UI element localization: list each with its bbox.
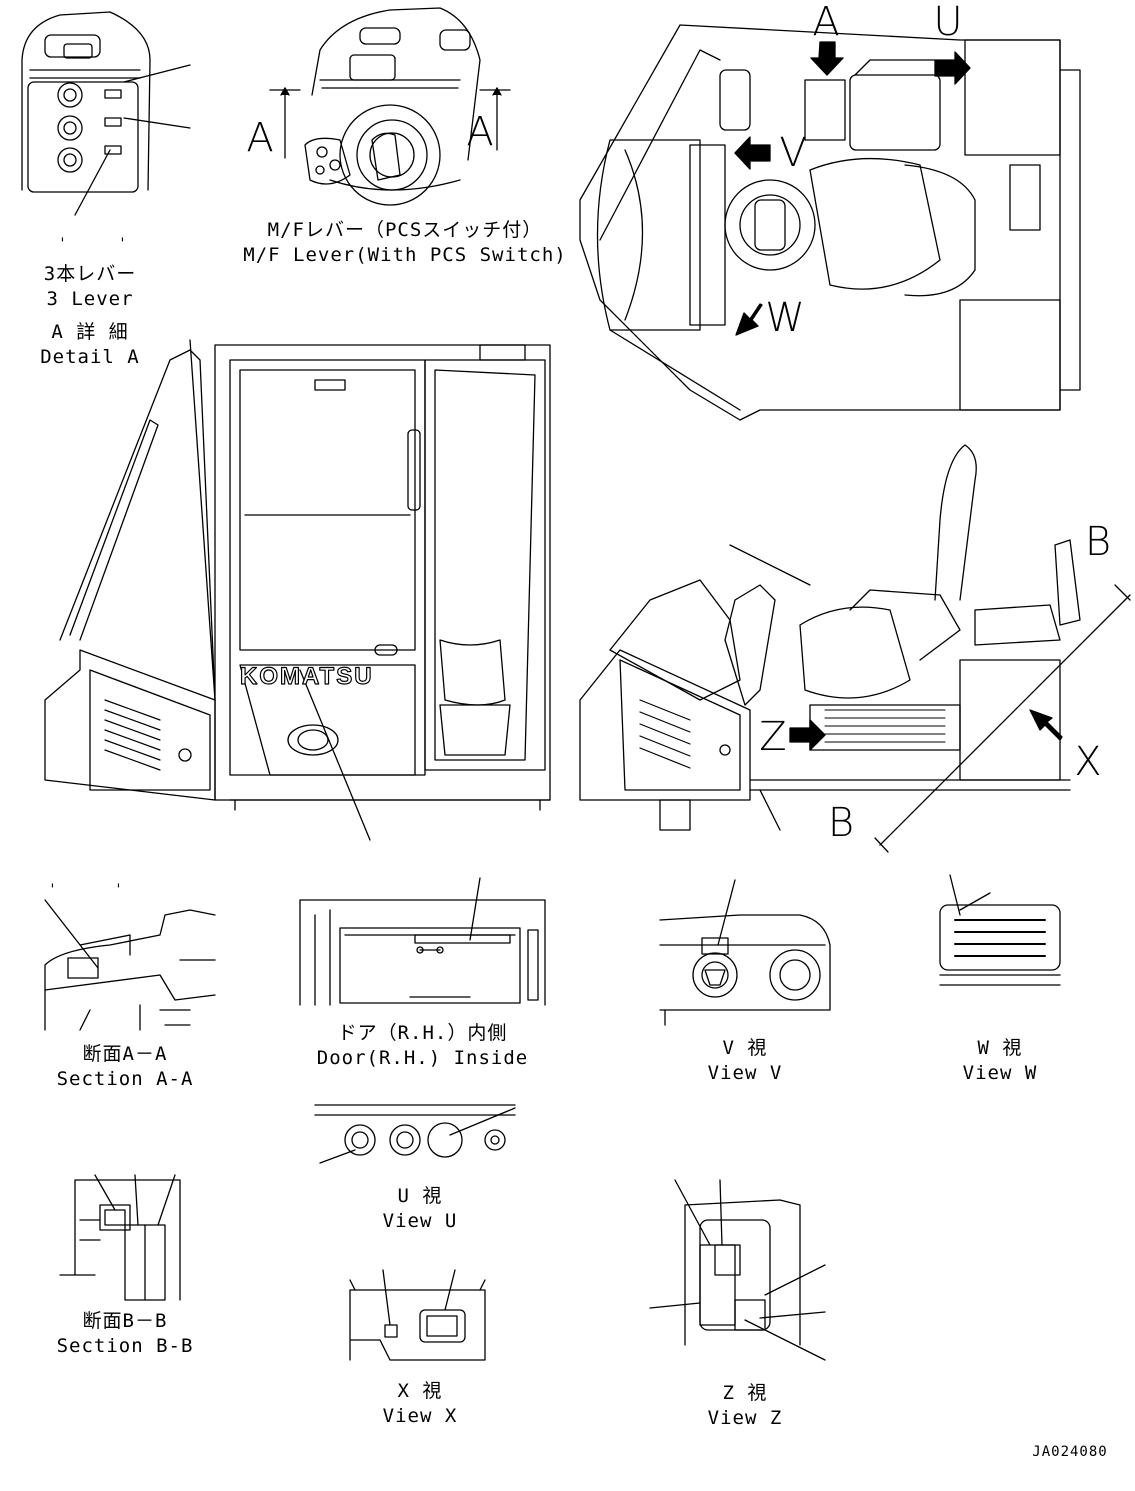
view-w-title-jp: W 視 <box>977 1037 1023 1059</box>
cab-drawing <box>45 340 550 840</box>
section-mark-a-right: A <box>466 109 494 155</box>
view-u-title-jp: U 視 <box>397 1185 443 1207</box>
view-v-title-jp: V 視 <box>722 1037 768 1059</box>
view-w-title-en: View W <box>962 1062 1038 1084</box>
view-u-drawing <box>315 1105 515 1163</box>
view-z-title-jp: Z 視 <box>722 1382 768 1404</box>
arrow-label-b-top: B <box>1084 519 1112 565</box>
cab-brand-text: KOMATSU <box>240 663 374 690</box>
view-x-title-en: View X <box>382 1405 458 1427</box>
arrow-label-x: X <box>1074 739 1102 785</box>
view-z-drawing <box>650 1180 825 1360</box>
arrow-label-a: A <box>812 0 840 45</box>
view-v-title-en: View V <box>707 1062 783 1084</box>
section-mark-a-left: A <box>246 115 274 161</box>
view-x-title-jp: X 視 <box>397 1380 443 1402</box>
view-z-title-en: View Z <box>707 1407 783 1429</box>
arrow-label-b-bottom: B <box>827 800 855 846</box>
view-x-drawing <box>350 1270 485 1360</box>
top-view-drawing <box>580 25 1080 420</box>
drawing-number: JA024080 <box>1032 1444 1108 1460</box>
detail-a-title-en: Detail A <box>40 346 140 368</box>
side-view-drawing <box>580 445 1130 852</box>
view-v-drawing <box>660 880 830 1025</box>
section-aa-drawing <box>45 900 215 1030</box>
mf-lever-title-en: M/F Lever(With PCS Switch) <box>243 244 567 266</box>
tick-mark: ' <box>114 882 124 898</box>
arrow-label-v: V <box>779 130 807 176</box>
tick-mark: ' <box>48 882 58 898</box>
detail-a-part-jp: 3本レバー <box>43 263 137 285</box>
view-w-drawing <box>940 875 1060 985</box>
arrow-label-u: U <box>933 0 963 45</box>
section-aa-title-jp: 断面A－A <box>82 1043 168 1065</box>
section-bb-title-jp: 断面B－B <box>82 1310 168 1332</box>
door-inside-title-en: Door(R.H.) Inside <box>316 1047 529 1069</box>
detail-a-drawing <box>22 12 190 215</box>
mf-lever-title-jp: M/Fレバー（PCSスイッチ付） <box>267 219 543 241</box>
detail-a-title-jp: A 詳 細 <box>51 321 129 343</box>
tick-mark: ' <box>118 236 128 252</box>
tick-mark: ' <box>58 236 68 252</box>
door-inside-title-jp: ドア（R.H.）内側 <box>337 1022 508 1044</box>
mf-lever-drawing <box>270 8 510 205</box>
arrow-label-z: Z <box>759 714 787 760</box>
detail-a-part-en: 3 Lever <box>46 288 134 310</box>
section-aa-title-en: Section A-A <box>56 1068 194 1090</box>
section-bb-title-en: Section B-B <box>56 1335 194 1357</box>
view-u-title-en: View U <box>382 1210 458 1232</box>
arrow-label-w: W <box>765 295 805 341</box>
section-bb-drawing <box>60 1175 180 1300</box>
door-inside-drawing <box>300 878 545 1005</box>
